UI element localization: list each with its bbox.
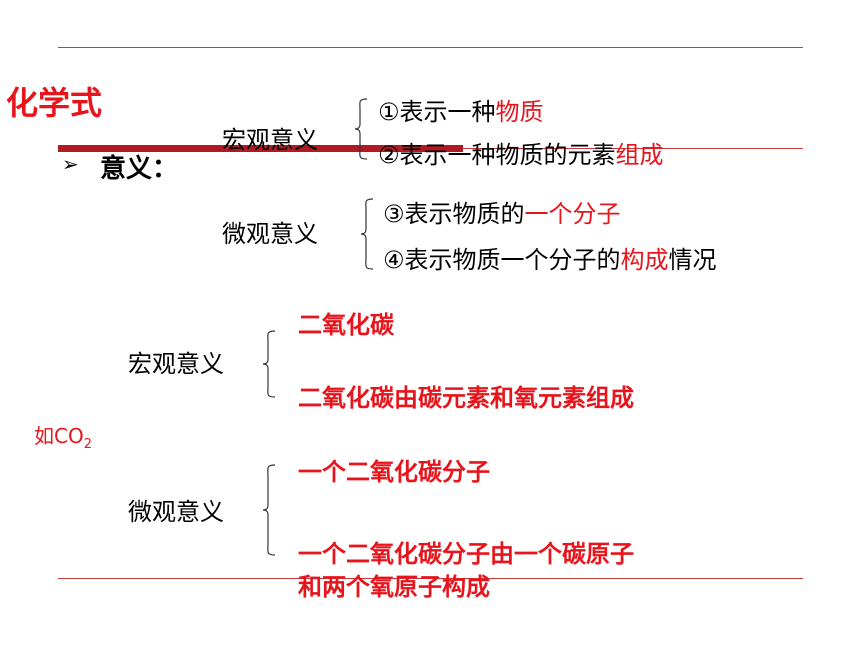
title-underline-bar bbox=[58, 145, 463, 152]
macro-item-2-highlight: 组成 bbox=[615, 141, 664, 169]
micro-item-2-highlight: 构成 bbox=[620, 246, 669, 274]
example-prefix: 如CO2 bbox=[34, 420, 92, 452]
macro-item-1-highlight: 物质 bbox=[495, 98, 544, 126]
example-micro-item-2: 一个二氧化碳分子由一个碳原子 bbox=[298, 540, 634, 568]
bottom-divider-line bbox=[58, 578, 803, 579]
example-micro-label: 微观意义 bbox=[128, 498, 224, 526]
example-macro-label: 宏观意义 bbox=[128, 350, 224, 378]
micro-meaning-label: 微观意义 bbox=[222, 220, 318, 248]
top-divider-line bbox=[58, 47, 803, 48]
macro-item-2: ②表示一种物质的元素组成 bbox=[378, 135, 664, 170]
micro-item-1: ③表示物质的一个分子 bbox=[383, 194, 621, 229]
example-prefix-text: 如CO bbox=[34, 424, 84, 448]
micro-brace bbox=[360, 198, 374, 270]
example-macro-item-1: 二氧化碳 bbox=[298, 311, 394, 339]
example-macro-item-2: 二氧化碳由碳元素和氧元素组成 bbox=[298, 384, 634, 412]
macro-item-2-text: ②表示一种物质的元素 bbox=[378, 141, 616, 169]
example-micro-item-1: 一个二氧化碳分子 bbox=[298, 458, 490, 486]
meaning-label: 意义： bbox=[100, 154, 179, 184]
example-subscript: 2 bbox=[83, 437, 92, 452]
micro-item-1-text: ③表示物质的 bbox=[383, 200, 525, 228]
example-macro-brace bbox=[262, 330, 276, 398]
macro-item-1-text: ①表示一种 bbox=[378, 98, 496, 126]
micro-item-2-text: ④表示物质一个分子的 bbox=[383, 246, 621, 274]
micro-item-2-tail: 情况 bbox=[668, 246, 717, 274]
micro-item-2: ④表示物质一个分子的构成情况 bbox=[383, 240, 717, 275]
page-title: 化学式 bbox=[6, 84, 103, 122]
example-micro-brace bbox=[262, 464, 276, 556]
title-divider-line bbox=[463, 148, 803, 149]
macro-brace bbox=[354, 98, 368, 160]
example-micro-item-3: 和两个氧原子构成 bbox=[298, 573, 490, 601]
bullet-marker: ➢ bbox=[62, 152, 79, 176]
macro-meaning-label: 宏观意义 bbox=[222, 126, 318, 154]
macro-item-1: ①表示一种物质 bbox=[378, 92, 544, 127]
micro-item-1-highlight: 一个分子 bbox=[524, 200, 621, 228]
